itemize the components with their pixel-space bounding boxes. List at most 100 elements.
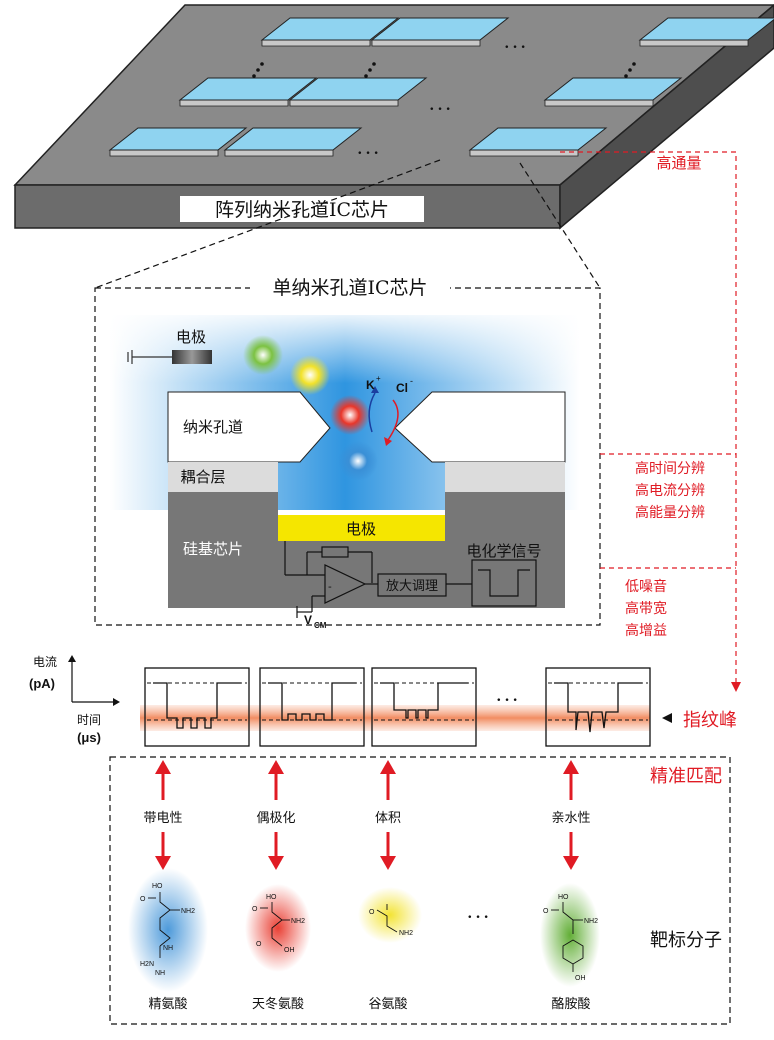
chip-tile — [260, 17, 400, 47]
chip-tile — [223, 127, 363, 157]
connector-arrowhead — [731, 682, 741, 692]
molecule-blue — [338, 441, 378, 481]
chip-tiles — [108, 17, 774, 157]
coupling-right — [445, 462, 565, 492]
x-axis-unit: (μs) — [77, 730, 101, 745]
match-arrow — [155, 760, 171, 870]
arrowhead-down — [563, 856, 579, 870]
ellipsis-2: • • • — [429, 105, 451, 115]
current-trace — [268, 682, 356, 721]
amplifier-circuit — [284, 541, 537, 618]
chip-tile — [468, 127, 608, 157]
arrowhead-down — [268, 856, 284, 870]
property-charge: 带电性 — [143, 811, 182, 826]
single-chip-title-box — [250, 273, 450, 301]
tile-edge — [179, 99, 289, 107]
property-hydrophilicity: 亲水性 — [551, 811, 590, 826]
arginine-nh-2: NH — [155, 970, 165, 977]
tile-surface — [260, 17, 400, 41]
arginine-glow — [128, 868, 208, 992]
bottom-electrode-label: 电极 — [346, 520, 376, 538]
tile-surface — [108, 127, 248, 151]
arginine-o: O — [140, 896, 146, 903]
opamp-minus: - — [328, 580, 332, 593]
tyrosine-structure — [551, 902, 584, 972]
signal-panel — [259, 667, 365, 747]
arginine-nh: NH — [163, 945, 173, 952]
resolution-label-3: 高能量分辨 — [635, 504, 705, 521]
current-trace — [380, 682, 468, 719]
panel-frame — [259, 667, 365, 747]
ellipsis-1: • • • — [504, 43, 526, 53]
zoom-line-left — [94, 159, 441, 289]
nanopore-label: 纳米孔道 — [183, 418, 243, 436]
k-ion-sup: + — [376, 374, 381, 383]
noise-label-2: 高带宽 — [625, 600, 667, 617]
chip-tile — [638, 17, 774, 47]
glycine-o: O — [369, 909, 375, 916]
cl-ion-sup: - — [410, 376, 413, 386]
match-arrow — [268, 760, 284, 870]
precise-match-label: 精准匹配 — [650, 766, 722, 787]
glycine-glow — [358, 887, 422, 943]
top-electrode-label: 电极 — [176, 328, 206, 346]
noise-label-1: 低噪音 — [625, 578, 667, 595]
ellipsis-3: • • • — [357, 149, 379, 159]
panel-ellipsis: • • • — [496, 696, 518, 706]
panel-frame — [144, 667, 250, 747]
arginine-ho: HO — [152, 883, 163, 890]
tile-edge — [109, 149, 219, 157]
arginine-h2n: H2N — [140, 961, 154, 968]
aspartic-nh2: NH2 — [291, 918, 305, 925]
y-axis-unit: (pA) — [29, 676, 55, 691]
glycine-nh2: NH2 — [399, 930, 413, 937]
chip-tile — [543, 77, 683, 107]
zoom-line-right — [519, 162, 601, 289]
name-glutamic: 谷氨酸 — [368, 997, 407, 1012]
tyrosine-glow — [540, 883, 600, 987]
tile-edge — [261, 39, 371, 47]
silicon-label: 硅基芯片 — [183, 540, 243, 558]
tile-edge — [639, 39, 749, 47]
nanopore-left — [167, 391, 331, 463]
fingerprint-band — [140, 705, 650, 731]
current-trace — [554, 682, 642, 733]
tile-edge — [289, 99, 399, 107]
tyrosine-o: O — [543, 908, 549, 915]
high-throughput-label: 高通量 — [656, 154, 701, 172]
panel-frame — [545, 667, 651, 747]
signal-panels — [144, 667, 651, 747]
tile-edge — [544, 99, 654, 107]
tile-edge — [224, 149, 334, 157]
target-molecules-label: 靶标分子 — [650, 930, 722, 951]
cl-ion-arrow — [387, 399, 399, 441]
aspartic-oh: OH — [284, 947, 295, 954]
arrowhead-up — [155, 760, 171, 774]
amp-label: 放大调理 — [386, 579, 438, 594]
glycine-structure — [376, 904, 398, 933]
y-axis-label: 电流 — [33, 655, 57, 669]
target-frame — [109, 756, 731, 1025]
chip-tile — [178, 77, 318, 107]
signal-panel — [545, 667, 651, 747]
fingerprint-label: 指纹峰 — [683, 710, 737, 731]
arrowhead-up — [268, 760, 284, 774]
tile-surface — [288, 77, 428, 101]
bottom-electrode — [278, 515, 445, 541]
array-chip-label-box — [180, 196, 424, 222]
name-tyrosine: 酪胺酸 — [551, 996, 590, 1012]
signal-panel — [371, 667, 477, 747]
arginine-nh2: NH2 — [181, 908, 195, 915]
property-polarization: 偶极化 — [256, 811, 295, 826]
current-trace — [153, 682, 241, 729]
signal-panel — [144, 667, 250, 747]
tile-surface — [543, 77, 683, 101]
tyrosine-nh2: NH2 — [584, 918, 598, 925]
coupling-label: 耦合层 — [180, 468, 225, 486]
match-arrow — [380, 760, 396, 870]
molecule-red — [330, 395, 370, 435]
tyrosine-ho: HO — [558, 894, 569, 901]
k-ion-label: K — [366, 378, 375, 392]
molecule-yellow — [290, 355, 330, 395]
vertical-dots — [252, 62, 636, 78]
